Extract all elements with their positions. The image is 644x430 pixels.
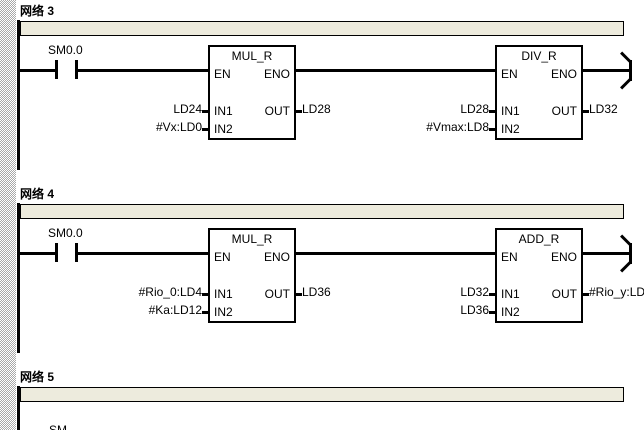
contact-sm00-n3[interactable]	[55, 60, 78, 79]
network-label-4: 网络 4	[20, 187, 55, 201]
operand-in1-mulr-n4[interactable]: #Rio_0:LD4	[138, 285, 202, 299]
stub-in1-addr-n4	[489, 293, 496, 296]
operand-in1-mulr-n3[interactable]: LD24	[173, 102, 202, 116]
pin-in1: IN1	[214, 104, 233, 118]
pin-in1: IN1	[501, 104, 520, 118]
function-block-add-r-n4[interactable]: ADD_R EN ENO IN1 OUT IN2	[495, 228, 583, 323]
network-label-5: 网络 5	[20, 370, 55, 384]
operand-in1-addr-n4[interactable]: LD32	[460, 285, 489, 299]
pin-eno: ENO	[550, 67, 577, 81]
pin-in2: IN2	[501, 305, 520, 319]
power-rail-5	[17, 386, 20, 430]
pin-out: OUT	[551, 104, 577, 118]
function-block-mul-r-n3[interactable]: MUL_R EN ENO IN1 OUT IN2	[208, 45, 296, 140]
contact-bar-left	[55, 243, 58, 262]
editor-left-gutter	[0, 0, 16, 430]
stub-in2-n4	[202, 311, 209, 314]
continuation-bar	[629, 60, 632, 81]
power-rail-3	[17, 20, 20, 170]
pin-en: EN	[214, 250, 231, 264]
wire-mulr-to-addr-n4	[295, 252, 496, 255]
pin-out: OUT	[264, 287, 290, 301]
operand-in2-divr-n3[interactable]: #Vmax:LD8	[426, 120, 489, 134]
function-block-title: ADD_R	[518, 232, 560, 246]
wire-contact-to-mulr-n4	[78, 252, 209, 255]
arrow-stroke-lower	[620, 77, 633, 90]
function-block-div-r-n3[interactable]: DIV_R EN ENO IN1 OUT IN2	[495, 45, 583, 140]
continuation-arrow-n3	[613, 51, 633, 90]
contact-label-sm00-n4: SM0.0	[48, 226, 83, 240]
stub-out-addr-n4	[582, 293, 589, 296]
network-comment-bar-4[interactable]	[20, 204, 624, 219]
operand-in2-mulr-n4[interactable]: #Ka:LD12	[148, 303, 202, 317]
operand-in1-divr-n3[interactable]: LD28	[460, 102, 489, 116]
pin-out: OUT	[264, 104, 290, 118]
contact-label-sm00-n3: SM0.0	[48, 43, 83, 57]
wire-mulr-to-divr-n3	[295, 69, 496, 72]
contact-sm00-n4[interactable]	[55, 243, 78, 262]
operand-in2-addr-n4[interactable]: LD36	[460, 303, 489, 317]
stub-out-divr-n3	[582, 110, 589, 113]
continuation-arrow-n4	[613, 234, 633, 273]
contact-bar-right	[75, 243, 78, 262]
operand-out-mulr-n3[interactable]: LD28	[302, 102, 331, 116]
operand-out-addr-n4[interactable]: #Rio_y:LD1	[589, 286, 644, 299]
function-block-title: MUL_R	[231, 232, 273, 246]
stub-in1-n3	[202, 110, 209, 113]
pin-in2: IN2	[214, 305, 233, 319]
stub-out-n3	[295, 110, 302, 113]
pin-eno: ENO	[550, 250, 577, 264]
arrow-stroke-upper	[620, 234, 633, 247]
pin-en: EN	[501, 250, 518, 264]
stub-in1-n4	[202, 293, 209, 296]
pin-en: EN	[214, 67, 231, 81]
wire-rail-to-contact-n3	[19, 69, 57, 72]
stub-in2-addr-n4	[489, 311, 496, 314]
operand-out-divr-n3[interactable]: LD32	[589, 102, 618, 116]
function-block-title: DIV_R	[521, 49, 557, 63]
network-comment-bar-3[interactable]	[20, 21, 624, 36]
function-block-mul-r-n4[interactable]: MUL_R EN ENO IN1 OUT IN2	[208, 228, 296, 323]
stub-in2-divr-n3	[489, 128, 496, 131]
pin-in2: IN2	[214, 122, 233, 136]
contact-bar-right	[75, 60, 78, 79]
pin-eno: ENO	[263, 250, 290, 264]
pin-in2: IN2	[501, 122, 520, 136]
wire-divr-to-edge-n3	[582, 69, 630, 72]
pin-en: EN	[501, 67, 518, 81]
operand-out-mulr-n4[interactable]: LD36	[302, 285, 331, 299]
contact-label-partial-n5: SM	[49, 424, 67, 430]
stub-in1-divr-n3	[489, 110, 496, 113]
wire-contact-to-mulr-n3	[78, 69, 209, 72]
pin-eno: ENO	[263, 67, 290, 81]
arrow-stroke-upper	[620, 51, 633, 64]
power-rail-4	[17, 203, 20, 353]
wire-rail-to-contact-n4	[19, 252, 57, 255]
stub-in2-n3	[202, 128, 209, 131]
contact-bar-left	[55, 60, 58, 79]
continuation-bar	[629, 243, 632, 264]
stub-out-n4	[295, 293, 302, 296]
network-label-3: 网络 3	[20, 4, 55, 18]
pin-out: OUT	[551, 287, 577, 301]
function-block-title: MUL_R	[231, 49, 273, 63]
arrow-stroke-lower	[620, 260, 633, 273]
pin-in1: IN1	[501, 287, 520, 301]
network-comment-bar-5[interactable]	[20, 387, 624, 402]
operand-in2-mulr-n3[interactable]: #Vx:LD0	[155, 120, 202, 134]
pin-in1: IN1	[214, 287, 233, 301]
wire-addr-to-edge-n4	[582, 252, 630, 255]
